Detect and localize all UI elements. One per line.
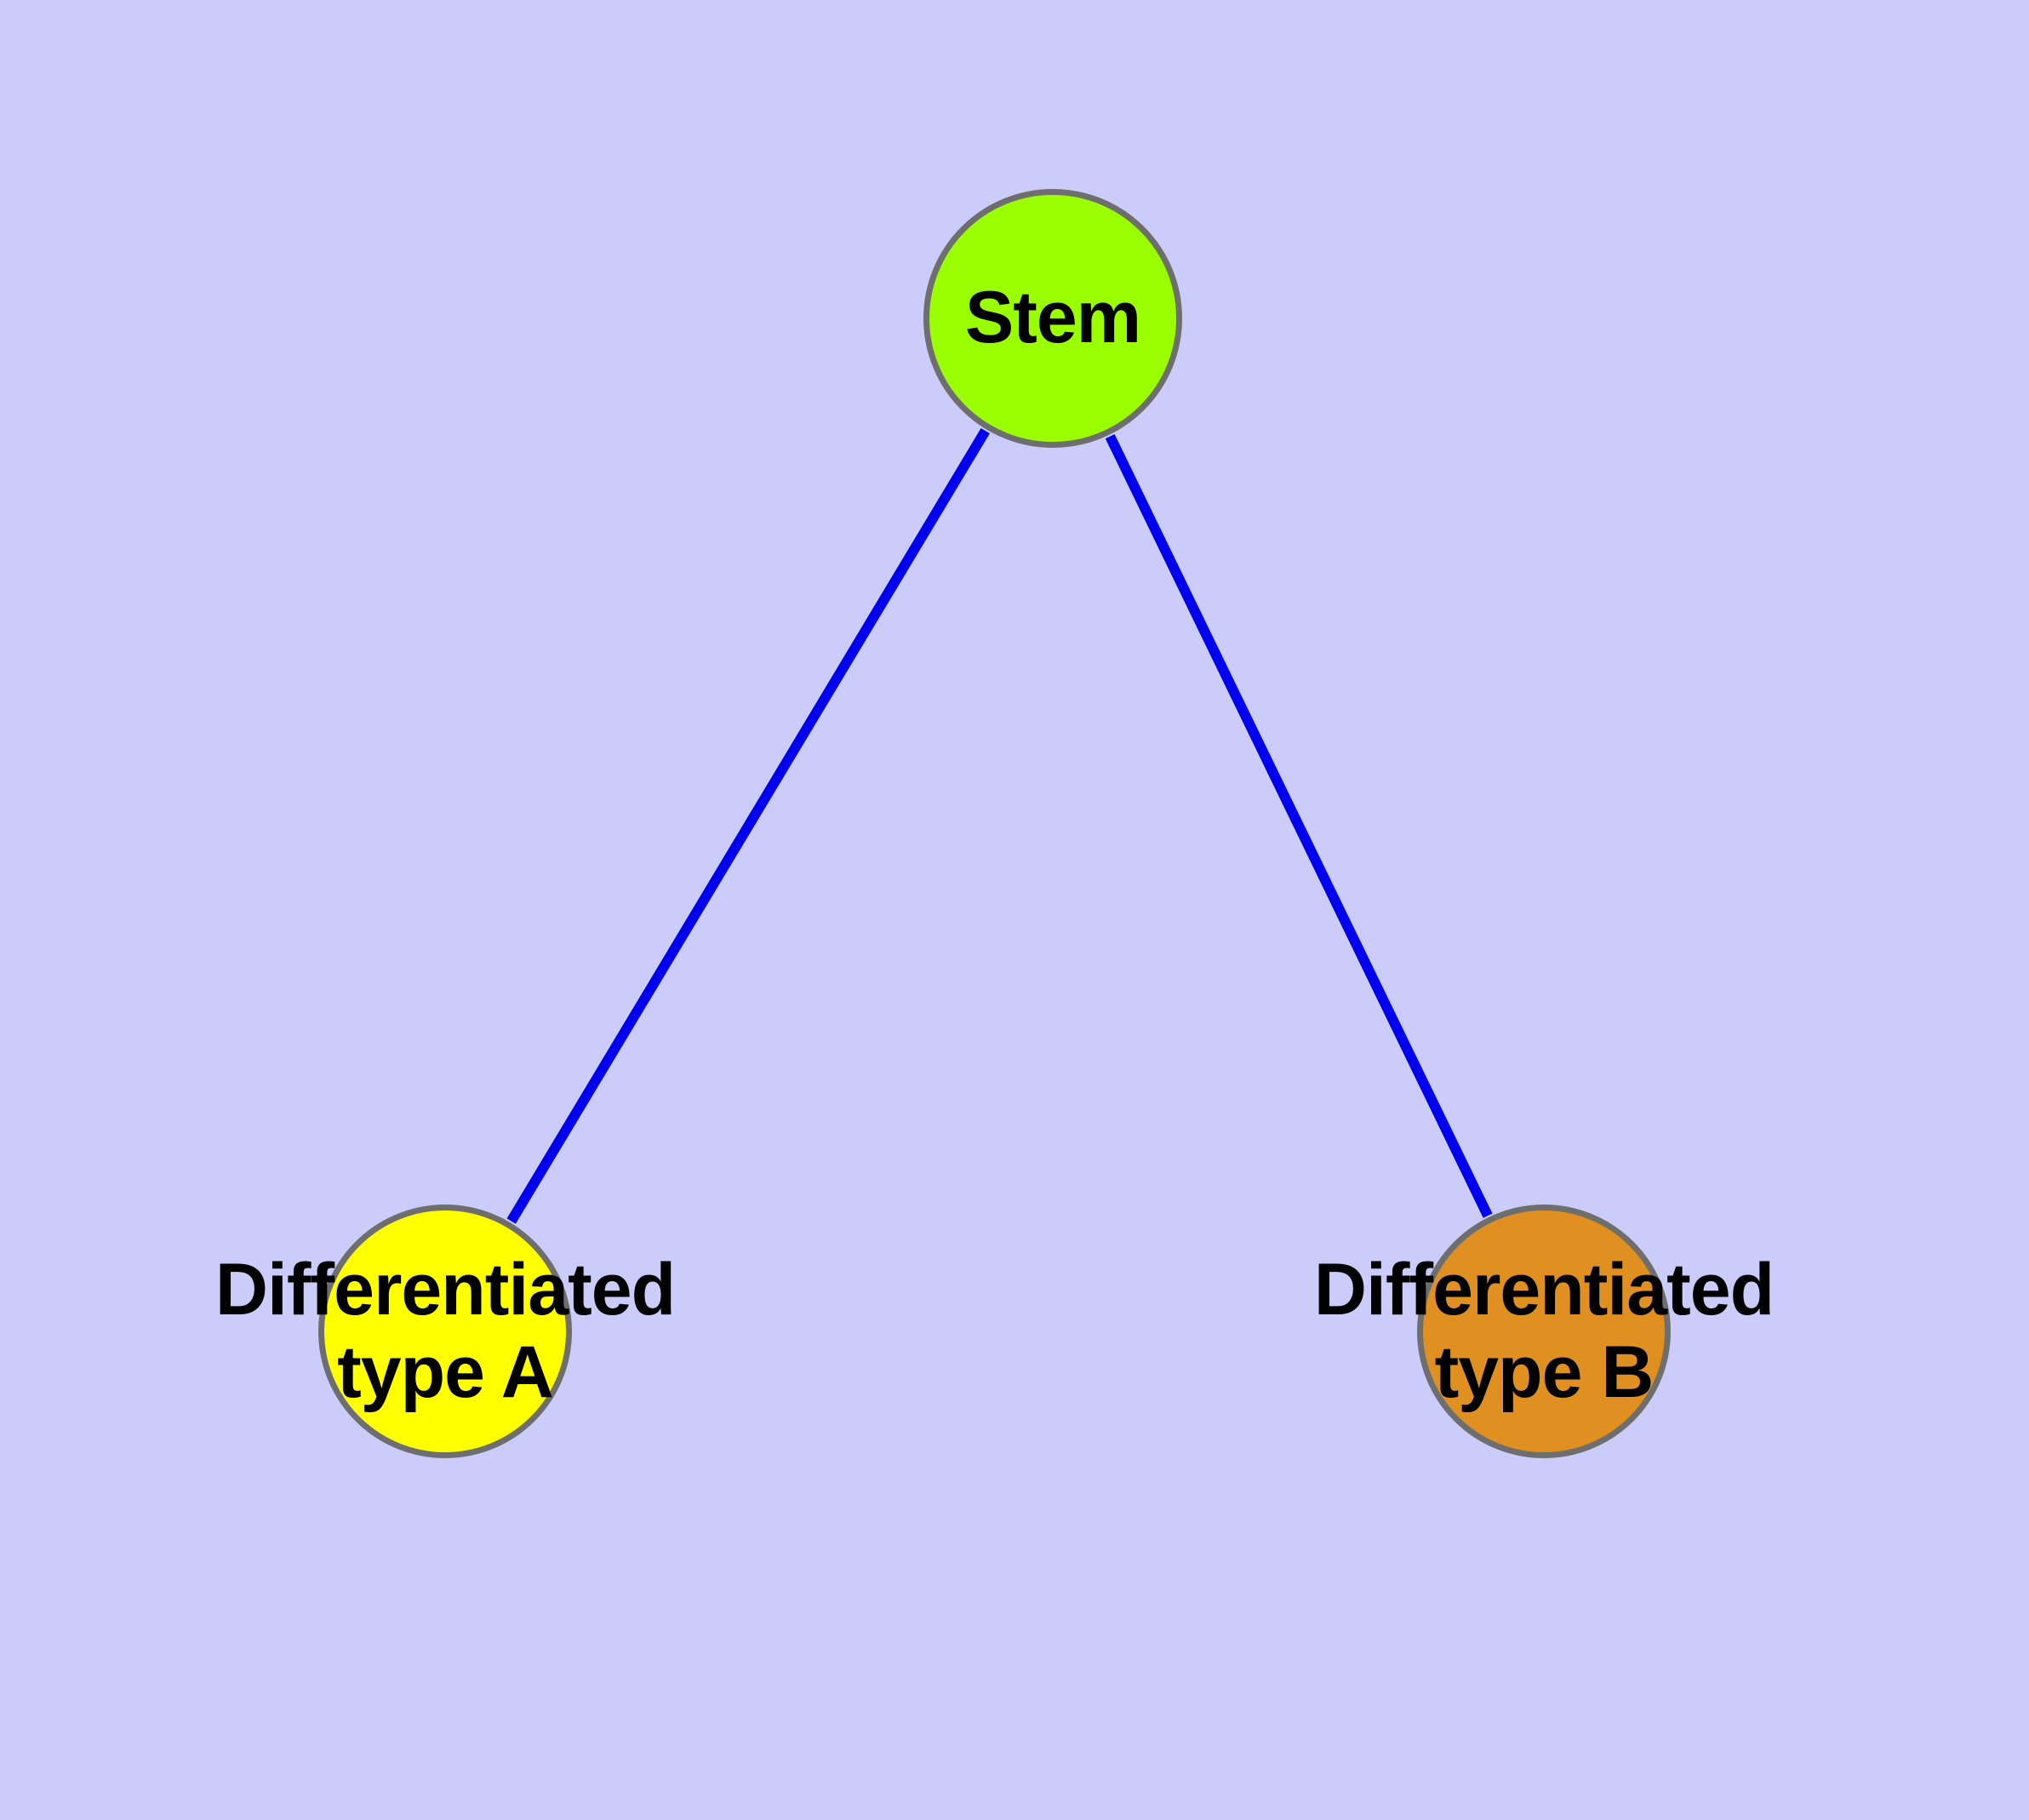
edge-stem-to-diff-b bbox=[1105, 433, 1493, 1218]
node-diff-b[interactable] bbox=[1417, 1205, 1671, 1458]
node-stem[interactable] bbox=[923, 189, 1182, 448]
edge-stem-to-diff-a bbox=[506, 427, 990, 1224]
node-diff-a[interactable] bbox=[318, 1205, 572, 1458]
